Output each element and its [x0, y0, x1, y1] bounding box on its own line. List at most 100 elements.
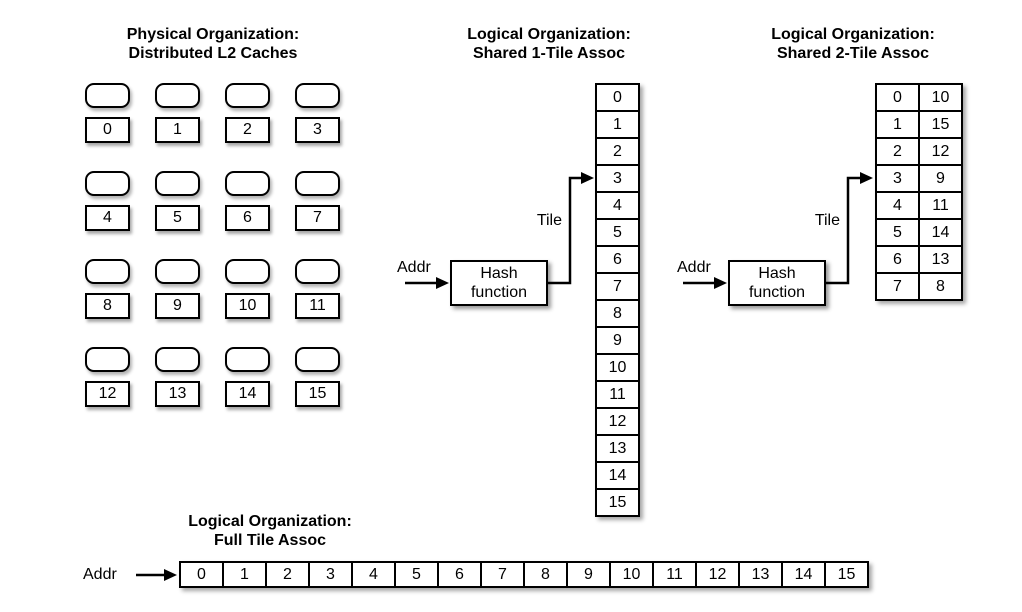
- tile-group: 4: [85, 171, 130, 231]
- cache-tile-cell: 7: [295, 205, 340, 231]
- cache-set-row: 2 12: [875, 137, 963, 166]
- shared1-addr-arrowhead-icon: [436, 277, 449, 289]
- cache-way-cell: 7: [480, 561, 525, 588]
- cache-tile-cell: 2: [225, 117, 270, 143]
- shared2-hash-output-arrow-line: [826, 176, 860, 285]
- processor-tile-shape: [295, 347, 340, 372]
- cache-tile-cell: 10: [225, 293, 270, 319]
- way1-cell: 12: [918, 137, 963, 166]
- cache-set-cell: 1: [595, 110, 640, 139]
- cache-set-row: 1 15: [875, 110, 963, 139]
- shared2-hash-line1: Hash: [758, 265, 796, 282]
- cache-tile-cell: 4: [85, 205, 130, 231]
- tile-group: 6: [225, 171, 270, 231]
- way0-cell: 5: [875, 218, 920, 247]
- shared1-section-title: Logical Organization: Shared 1-Tile Asso…: [467, 25, 631, 63]
- physical-section-title: Physical Organization: Distributed L2 Ca…: [127, 25, 299, 63]
- cache-way-cell: 14: [781, 561, 826, 588]
- cache-tile-cell: 11: [295, 293, 340, 319]
- full-addr-arrowhead-icon: [164, 569, 177, 581]
- processor-tile-shape: [225, 259, 270, 284]
- cache-tile-cell: 12: [85, 381, 130, 407]
- shared2-section-title: Logical Organization: Shared 2-Tile Asso…: [771, 25, 935, 63]
- way1-cell: 8: [918, 272, 963, 301]
- shared1-hash-output-arrow-line: [548, 176, 582, 285]
- shared2-cache-table: 0 10 1 15 2 12 3 9 4 11 5 14 6 13 7: [875, 83, 963, 301]
- processor-tile-shape: [225, 171, 270, 196]
- cache-way-cell: 0: [179, 561, 224, 588]
- cache-way-cell: 12: [695, 561, 740, 588]
- processor-tile-shape: [295, 259, 340, 284]
- cache-set-cell: 9: [595, 326, 640, 355]
- cache-tile-cell: 15: [295, 381, 340, 407]
- cache-set-cell: 11: [595, 380, 640, 409]
- tile-group: 10: [225, 259, 270, 319]
- tile-group: 12: [85, 347, 130, 407]
- shared1-hash-function-box: Hash function: [450, 260, 548, 306]
- cache-way-cell: 10: [609, 561, 654, 588]
- cache-way-cell: 3: [308, 561, 353, 588]
- shared1-hash-line1: Hash: [480, 265, 518, 282]
- processor-tile-shape: [295, 83, 340, 108]
- processor-tile-shape: [155, 171, 200, 196]
- way0-cell: 1: [875, 110, 920, 139]
- way0-cell: 6: [875, 245, 920, 274]
- shared1-title-line1: Logical Organization:: [467, 26, 631, 43]
- cache-set-cell: 7: [595, 272, 640, 301]
- processor-tile-shape: [225, 347, 270, 372]
- cache-way-cell: 4: [351, 561, 396, 588]
- shared2-hash-line2: function: [748, 284, 806, 301]
- shared2-addr-arrowhead-icon: [714, 277, 727, 289]
- processor-tile-shape: [85, 171, 130, 196]
- shared1-hash-line2: function: [470, 284, 528, 301]
- tile-group: 3: [295, 83, 340, 143]
- shared1-title-line2: Shared 1-Tile Assoc: [472, 45, 626, 62]
- cache-set-cell: 15: [595, 488, 640, 517]
- cache-set-row: 3 9: [875, 164, 963, 193]
- full-title-line2: Full Tile Assoc: [213, 532, 327, 549]
- cache-set-cell: 5: [595, 218, 640, 247]
- cache-set-cell: 4: [595, 191, 640, 220]
- tile-group: 7: [295, 171, 340, 231]
- shared2-hash-output-arrowhead-icon: [860, 172, 873, 184]
- cache-tile-cell: 6: [225, 205, 270, 231]
- cache-set-cell: 13: [595, 434, 640, 463]
- cache-way-cell: 13: [738, 561, 783, 588]
- shared2-addr-label: Addr: [677, 259, 711, 276]
- cache-set-row: 0 10: [875, 83, 963, 112]
- way0-cell: 0: [875, 83, 920, 112]
- tile-group: 13: [155, 347, 200, 407]
- way1-cell: 13: [918, 245, 963, 274]
- cache-tile-cell: 1: [155, 117, 200, 143]
- cache-way-cell: 9: [566, 561, 611, 588]
- tile-group: 15: [295, 347, 340, 407]
- full-title-line1: Logical Organization:: [188, 513, 352, 530]
- cache-tile-cell: 0: [85, 117, 130, 143]
- shared1-hash-output-arrowhead-icon: [581, 172, 594, 184]
- cache-tile-cell: 9: [155, 293, 200, 319]
- shared2-hash-function-box: Hash function: [728, 260, 826, 306]
- cache-way-cell: 15: [824, 561, 869, 588]
- way0-cell: 3: [875, 164, 920, 193]
- processor-tile-shape: [85, 347, 130, 372]
- tile-group: 14: [225, 347, 270, 407]
- way0-cell: 2: [875, 137, 920, 166]
- processor-tile-shape: [155, 347, 200, 372]
- processor-tile-shape: [155, 259, 200, 284]
- cache-set-row: 4 11: [875, 191, 963, 220]
- cache-set-cell: 14: [595, 461, 640, 490]
- cache-set-cell: 0: [595, 83, 640, 112]
- cache-tile-cell: 14: [225, 381, 270, 407]
- cache-tile-cell: 5: [155, 205, 200, 231]
- way1-cell: 11: [918, 191, 963, 220]
- shared2-title-line1: Logical Organization:: [771, 26, 935, 43]
- way1-cell: 10: [918, 83, 963, 112]
- cache-way-cell: 5: [394, 561, 439, 588]
- way1-cell: 9: [918, 164, 963, 193]
- cache-set-cell: 3: [595, 164, 640, 193]
- physical-title-line1: Physical Organization:: [126, 26, 300, 43]
- processor-tile-shape: [295, 171, 340, 196]
